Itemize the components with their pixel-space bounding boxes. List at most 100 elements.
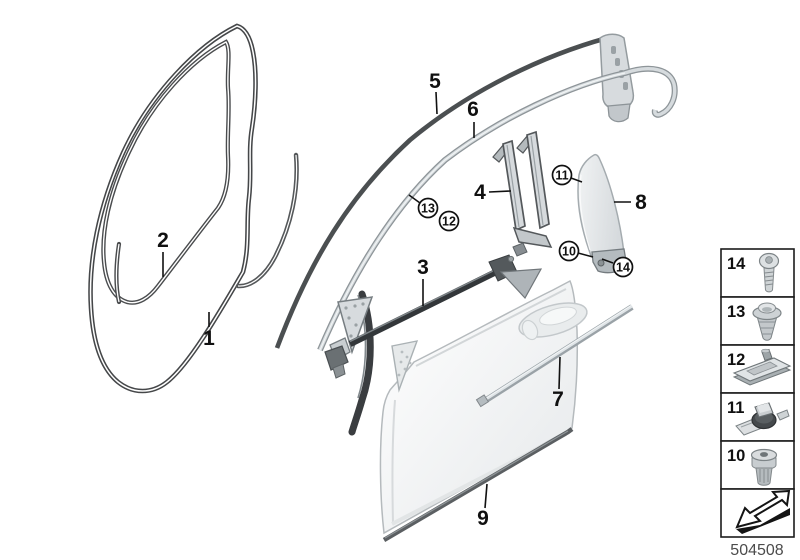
triangle-hole	[347, 316, 351, 320]
nut-hole	[760, 452, 768, 457]
belt-line-strip-item7	[475, 304, 634, 408]
circled-label[interactable]: 10	[562, 245, 576, 259]
door-opening-seal-outer	[88, 23, 258, 394]
legend-box[interactable]	[720, 296, 795, 346]
trim-bottom-foot	[512, 226, 553, 248]
nut-ribs	[759, 469, 769, 483]
legend-item-arrow[interactable]	[720, 488, 795, 538]
legend-item-12[interactable]: 12	[720, 344, 795, 394]
callout-5[interactable]: 5	[429, 70, 441, 115]
trim-left-strip	[502, 139, 526, 232]
legend-item-10[interactable]: 10	[720, 440, 795, 490]
triangle-hole	[353, 304, 357, 308]
bracket-hole	[615, 58, 620, 66]
handle-lock-recess	[521, 319, 539, 341]
callout-label[interactable]: 8	[635, 191, 647, 214]
callout-circle[interactable]	[551, 164, 573, 186]
callout-3[interactable]: 3	[417, 256, 429, 306]
trim-hole	[408, 361, 412, 365]
cage-nut-clamp-icon	[732, 348, 792, 386]
callout-8[interactable]: 8	[614, 191, 647, 214]
legend-item-11[interactable]: 11	[720, 392, 795, 442]
screw-threads	[764, 271, 774, 286]
door-sill-line	[415, 288, 567, 367]
thread-line	[764, 275, 774, 278]
leader-line	[558, 356, 561, 390]
triangle-hole	[349, 334, 353, 338]
callout-7[interactable]: 7	[552, 356, 564, 411]
callout-6[interactable]: 6	[467, 98, 479, 138]
roof-finisher-strip-item6	[317, 65, 678, 352]
callout-circle-14[interactable]: 14	[601, 256, 634, 278]
leader-line	[601, 258, 614, 264]
arrow-shadow	[736, 508, 790, 534]
belt-strip-face	[482, 304, 633, 403]
callout-label[interactable]: 2	[157, 229, 169, 252]
callout-label[interactable]: 9	[477, 507, 489, 530]
door-outline	[379, 279, 578, 535]
panel-bracket-clip	[597, 259, 605, 267]
callout-circle-13[interactable]: 13	[408, 194, 439, 219]
finisher-highlight	[319, 72, 626, 351]
leader-line	[488, 190, 512, 193]
callout-label[interactable]: 6	[467, 98, 479, 121]
rivet-ribs	[758, 321, 776, 335]
bracket-hole	[623, 82, 628, 90]
callout-circle-10[interactable]: 10	[558, 240, 594, 262]
circled-label[interactable]: 14	[616, 261, 630, 275]
callout-1[interactable]: 1	[203, 312, 215, 350]
cassette-bolt	[507, 255, 515, 263]
callout-label[interactable]: 5	[429, 70, 441, 93]
legend-item-14[interactable]: 14	[720, 248, 795, 298]
window-guide-b-pillar-trim-item4	[492, 130, 553, 248]
callout-2[interactable]: 2	[157, 229, 169, 277]
trim-hole	[397, 373, 401, 377]
seal-end-tail	[114, 241, 122, 305]
callout-label[interactable]: 1	[203, 327, 215, 350]
callout-circle[interactable]	[438, 210, 460, 232]
channel-band	[348, 290, 374, 436]
door-front-triangle-trim	[391, 340, 419, 393]
trim-hole	[405, 355, 409, 359]
legend-label: 11	[727, 399, 744, 417]
callout-circle[interactable]	[417, 197, 439, 219]
leader-line	[435, 91, 438, 115]
legend-item-13[interactable]: 13	[720, 296, 795, 346]
callout-4[interactable]: 4	[474, 181, 512, 204]
fastening-clip-icon	[735, 402, 790, 436]
callout-circle[interactable]	[612, 256, 634, 278]
diagram-number: 504508	[730, 542, 783, 559]
guide-rail-cassette	[488, 242, 543, 300]
callout-label[interactable]: 4	[474, 181, 486, 204]
callout-label[interactable]: 3	[417, 256, 429, 279]
bracket-hole	[611, 46, 616, 54]
clamp-slot	[746, 361, 778, 376]
triangle-trim-holes	[397, 350, 412, 377]
mirror-foot-lower	[332, 363, 346, 379]
fastener-legend: 14 13	[720, 248, 795, 559]
circled-label[interactable]: 11	[555, 169, 568, 183]
roof-drip-molding-item5	[274, 35, 608, 349]
door-bottom-strip-item9	[382, 427, 574, 542]
mirror-triangle-holes	[344, 302, 365, 338]
callout-circle-12[interactable]: 12	[438, 210, 460, 232]
clip-right-wing	[776, 409, 790, 421]
triangle-hole	[361, 302, 365, 306]
callout-label[interactable]: 7	[552, 388, 564, 411]
guide-rail-band	[348, 267, 502, 347]
trim-hole	[400, 350, 404, 354]
callout-9[interactable]: 9	[477, 483, 489, 530]
callout-circle-11[interactable]: 11	[551, 164, 583, 186]
rivet-dome-recess	[762, 307, 772, 312]
trim-right-strip-line	[530, 135, 544, 226]
circled-label[interactable]: 12	[442, 215, 456, 229]
circled-label[interactable]: 13	[421, 202, 435, 216]
callout-circle[interactable]	[558, 240, 580, 262]
triangle-hole	[344, 306, 348, 310]
hook-strip-core	[237, 154, 298, 287]
seal-inner-outline	[101, 39, 231, 305]
panel-body	[577, 153, 625, 257]
seal-inner-core-line	[102, 41, 230, 304]
torx-screw-icon	[758, 252, 780, 293]
